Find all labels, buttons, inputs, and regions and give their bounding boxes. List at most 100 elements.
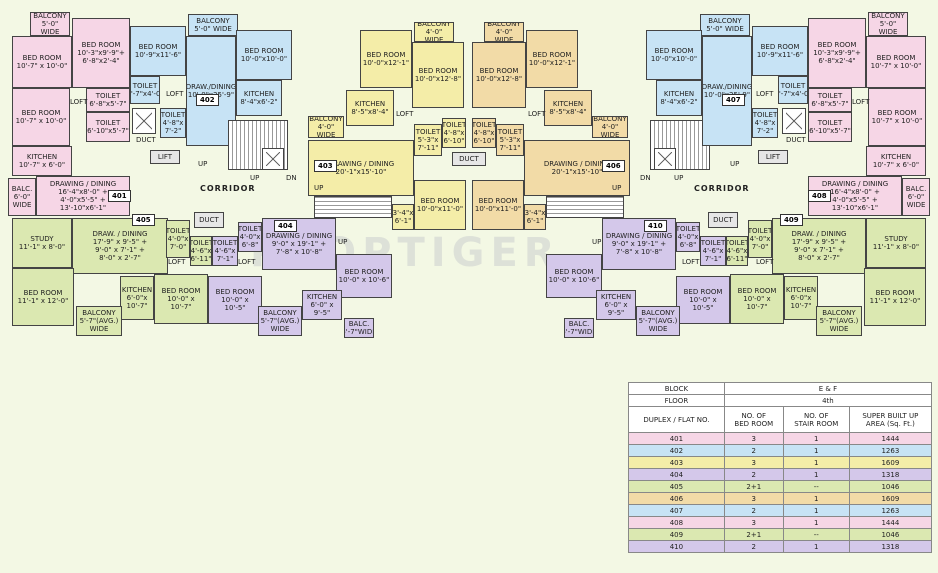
balcony-407: BALCONY 5'-0" WIDE <box>700 14 750 36</box>
header-area: SUPER BUILT UP AREA (Sq. Ft.) <box>848 406 933 433</box>
bed-room-402-a: BED ROOM 10'-9"x11'-6" <box>130 26 186 76</box>
kitchen-403: KITCHEN 8'-5"x8'-4" <box>346 90 394 126</box>
balc-404: BALC. 5'-7"WIDE <box>344 318 374 338</box>
balcony-406-side: BALCONY 4'-0" WIDE <box>592 116 628 138</box>
cell-bed: 3 <box>723 492 784 505</box>
toilet-401-a: TOILET 6'-8"x5'-7" <box>86 88 130 112</box>
kitchen-406: KITCHEN 8'-5"x8'-4" <box>544 90 592 126</box>
balc-408: BALC. 6'-0" WIDE <box>902 178 930 216</box>
toilet-406-b: TOILET 5'-3"x 7'-11" <box>496 124 524 156</box>
loft-405: LOFT <box>168 258 186 266</box>
cell-flat: 405 <box>628 480 725 493</box>
cell-area: 1263 <box>848 504 933 517</box>
flat-number-407: 407 <box>722 94 745 106</box>
bed-room-407-a: BED ROOM 10'-0"x10'-0" <box>646 30 702 80</box>
bed-room-405-b: BED ROOM 10'-0" x 10'-7" <box>154 274 208 324</box>
flat-summary-table: BLOCK E & F FLOOR 4th DUPLEX / FLAT NO. … <box>628 382 933 553</box>
balcony-403-side: BALCONY 4'-0" WIDE <box>308 116 344 138</box>
kitchen-401: KITCHEN 10'-7" x 6'-0" <box>12 146 72 176</box>
study-409: STUDY 11'-1" x 8'-0" <box>866 218 926 268</box>
cell-bed: 3 <box>723 456 784 469</box>
block-value: E & F <box>723 382 933 395</box>
bed-room-404-b: BED ROOM 10'-0" x 10'-6" <box>336 254 392 298</box>
cell-area: 1444 <box>848 432 933 445</box>
drawing-dining-404: DRAWING / DINING 9'-0" x 19'-1" + 7'-8" … <box>262 218 336 270</box>
passage-403: 3'-4"x 6'-1" <box>392 204 414 230</box>
balcony-402: BALCONY 5'-0" WIDE <box>188 14 238 36</box>
duct-label-408: DUCT <box>786 136 806 144</box>
toilet-408-a: TOILET 6'-8"x5'-7" <box>808 88 852 112</box>
central-duct: DUCT <box>452 152 486 166</box>
toilet-409-b: TOILET 4'-0"x 7'-0" <box>748 220 772 258</box>
balcony-409: BALCONY 5'-7"(AVG.) WIDE <box>816 306 862 336</box>
cell-bed: 2 <box>723 504 784 517</box>
bed-room-406-c: BED ROOM 10'-0"x11'-0" <box>472 180 524 230</box>
kitchen-408: KITCHEN 10'-7" x 6'-0" <box>866 146 926 176</box>
cell-area: 1318 <box>848 540 933 553</box>
cell-area: 1609 <box>848 492 933 505</box>
bed-room-410-a: BED ROOM 10'-0" x 10'-6" <box>546 254 602 298</box>
lift-right: LIFT <box>758 150 788 164</box>
toilet-404-b: TOILET 4'-0"x 6'-8" <box>238 222 262 252</box>
cell-flat: 401 <box>628 432 725 445</box>
toilet-403-b: TOILET 5'-3"x 7'-11" <box>414 124 442 156</box>
stair-406 <box>546 196 624 218</box>
up-label-right: UP <box>674 174 684 182</box>
loft-407: LOFT <box>756 90 774 98</box>
balcony-404: BALCONY 5'-7"(AVG.) WIDE <box>258 306 302 336</box>
bed-room-402-b: BED ROOM 10'-0"x10'-0" <box>236 30 292 80</box>
balcony-405: BALCONY 5'-7"(AVG.) WIDE <box>76 306 122 336</box>
corridor-left: CORRIDOR <box>200 184 256 193</box>
cell-flat: 402 <box>628 444 725 457</box>
bed-room-406-b: BED ROOM 10'-0"x12'-8" <box>472 42 526 108</box>
cell-bed: 2 <box>723 468 784 481</box>
draw-dining-405: DRAW. / DINING 17'-9" x 9'-5" + 9'-0" x … <box>72 218 168 274</box>
duct-409: DUCT <box>708 212 738 228</box>
cell-stair: 1 <box>782 456 850 469</box>
cell-flat: 404 <box>628 468 725 481</box>
cell-stair: 1 <box>782 468 850 481</box>
header-bed-room: NO. OF BED ROOM <box>723 406 784 433</box>
bed-room-405-a: BED ROOM 11'-1" x 12'-0" <box>12 268 74 326</box>
cell-stair: 1 <box>782 516 850 529</box>
cell-area: 1046 <box>848 480 933 493</box>
bed-room-408-c: BED ROOM 10'-7" x 10'-0" <box>868 88 926 146</box>
bed-room-406-a: BED ROOM 10'-0"x12'-1" <box>526 30 578 88</box>
bed-room-408-b: BED ROOM 10'-7" x 10'-0" <box>866 36 926 88</box>
balc-410: BALC. 5'-7"WIDE <box>564 318 594 338</box>
duct-405: DUCT <box>194 212 224 228</box>
cell-bed: 2 <box>723 444 784 457</box>
balc-401: BALC. 6'-0" WIDE <box>8 178 36 216</box>
cell-stair: 1 <box>782 432 850 445</box>
header-flat-no: DUPLEX / FLAT NO. <box>628 406 725 433</box>
balcony-406: BALCONY 4'-0" WIDE <box>484 22 524 42</box>
study-405: STUDY 11'-1" x 8'-0" <box>12 218 72 268</box>
flat-number-410: 410 <box>644 220 667 232</box>
loft-408: LOFT <box>852 98 870 106</box>
loft-401: LOFT <box>70 98 88 106</box>
bed-room-409-b: BED ROOM 11'-1" x 12'-0" <box>864 268 926 326</box>
balcony-408-top: BALCONY 5'-0" WIDE <box>868 12 908 36</box>
kitchen-407: KITCHEN 8'-4"x6'-2" <box>656 80 702 116</box>
bed-room-403-b: BED ROOM 10'-0"x12'-8" <box>412 42 464 108</box>
duct-401 <box>132 108 156 134</box>
toilet-401-b: TOILET 6'-10"x5'-7" <box>86 112 130 142</box>
cell-bed: 2 <box>723 540 784 553</box>
balcony-403: BALCONY 4'-0" WIDE <box>414 22 454 42</box>
kitchen-405: KITCHEN 6'-0"x 10'-7" <box>120 276 154 320</box>
bed-room-409-a: BED ROOM 10'-0" x 10'-7" <box>730 274 784 324</box>
balcony-410: BALCONY 5'-7"(AVG.) WIDE <box>636 306 680 336</box>
kitchen-404: KITCHEN 6'-0" x 9'-5" <box>302 290 342 320</box>
toilet-407-b: TOILET 4'-8"x 7'-2" <box>752 108 778 138</box>
flat-number-409: 409 <box>780 214 803 226</box>
stair-403 <box>314 196 392 218</box>
toilet-409-a: TOILET 4'-6"x 6'-11" <box>726 236 748 266</box>
toilet-402-a: TOILET 6'-7"x4'-0" <box>130 76 160 104</box>
